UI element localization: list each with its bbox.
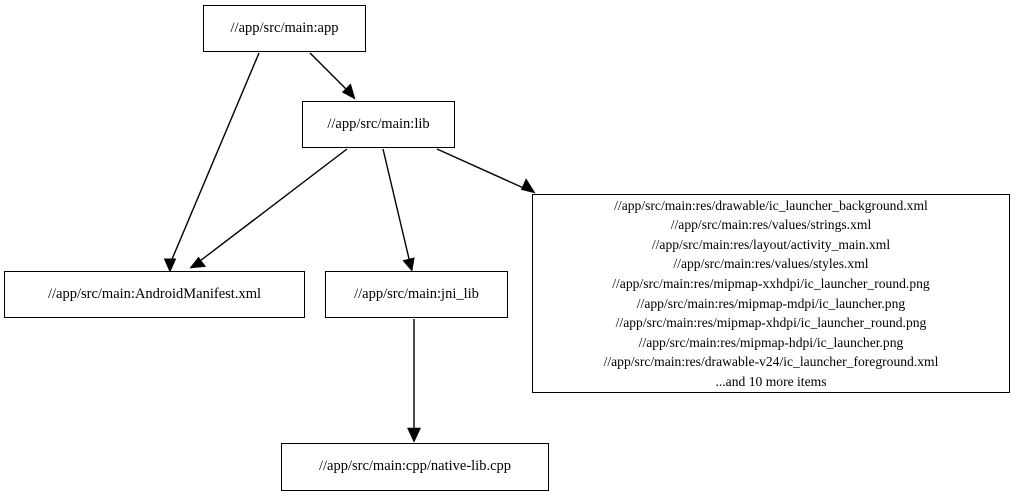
graph-edge-app-to-lib bbox=[309, 52, 351, 94]
graph-node-res-bundle[interactable]: //app/src/main:res/drawable/ic_launcher_… bbox=[532, 194, 1010, 393]
graph-node-jni-lib[interactable]: //app/src/main:jni_lib bbox=[325, 271, 508, 318]
graph-arrowhead-lib-to-res_bundle bbox=[520, 178, 536, 194]
graph-node-native-lib[interactable]: //app/src/main:cpp/native-lib.cpp bbox=[281, 443, 549, 491]
graph-node-app[interactable]: //app/src/main:app bbox=[203, 5, 366, 52]
graph-arrowhead-app-to-lib bbox=[341, 83, 356, 100]
graph-edge-lib-to-res_bundle bbox=[436, 148, 529, 191]
graph-edge-app-to-manifest bbox=[169, 52, 260, 265]
graph-edge-lib-to-jni_lib bbox=[382, 148, 411, 264]
graph-arrowhead-lib-to-manifest bbox=[189, 256, 207, 269]
graph-arrowhead-lib-to-jni_lib bbox=[402, 257, 415, 272]
graph-edge-lib-to-manifest bbox=[195, 148, 348, 265]
graph-node-lib[interactable]: //app/src/main:lib bbox=[302, 101, 455, 148]
graph-node-manifest[interactable]: //app/src/main:AndroidManifest.xml bbox=[4, 271, 305, 318]
graph-arrowhead-jni_lib-to-native_lib bbox=[407, 427, 421, 443]
